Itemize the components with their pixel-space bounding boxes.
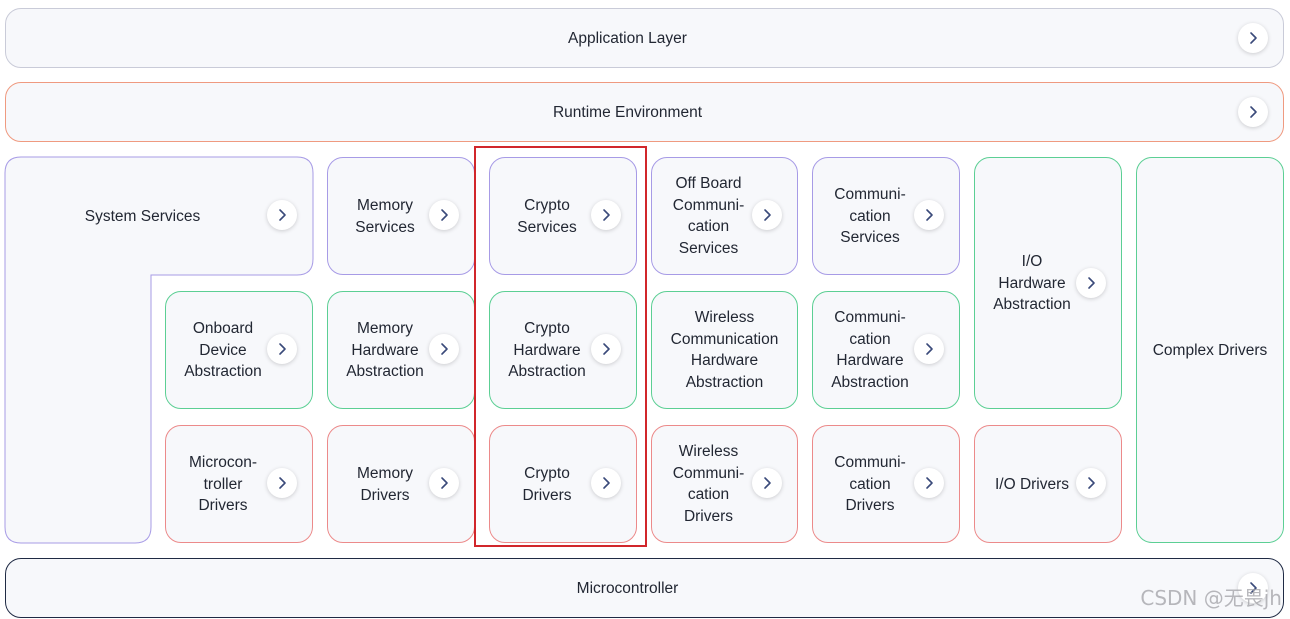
- crypto-hardware-abstraction-label: Crypto Hardware Abstraction: [508, 320, 586, 380]
- onboard-device-abstraction-expand-button[interactable]: [267, 334, 297, 364]
- system-services-expand-button[interactable]: [267, 200, 297, 230]
- wireless-communication-drivers-label: Wireless Communi- cation Drivers: [672, 443, 745, 525]
- microcontroller-layer[interactable]: [5, 558, 1284, 618]
- system-services-label: System Services: [84, 208, 201, 225]
- chevron-right-icon: [441, 343, 448, 355]
- wireless-communication-drivers-expand-button[interactable]: [752, 468, 782, 498]
- chevron-right-icon: [603, 343, 610, 355]
- chevron-right-icon: [926, 477, 933, 489]
- chevron-right-icon: [926, 343, 933, 355]
- memory-drivers-expand-button[interactable]: [429, 468, 459, 498]
- communication-hardware-abstraction-label: Communi- cation Hardware Abstraction: [831, 309, 909, 391]
- offboard-communication-services-expand-button[interactable]: [752, 200, 782, 230]
- communication-services-expand-button[interactable]: [914, 200, 944, 230]
- memory-hardware-abstraction-expand-button[interactable]: [429, 334, 459, 364]
- system-services-box[interactable]: [0, 0, 320, 550]
- chevron-right-icon: [441, 209, 448, 221]
- microcontroller-drivers[interactable]: [165, 425, 313, 543]
- crypto-drivers-label: Crypto Drivers: [522, 465, 572, 504]
- runtime-environment[interactable]: [5, 82, 1284, 142]
- chevron-right-icon: [1088, 277, 1095, 289]
- chevron-right-icon: [764, 209, 771, 221]
- crypto-services-label: Crypto Services: [517, 197, 577, 236]
- chevron-right-icon: [603, 477, 610, 489]
- chevron-right-icon: [441, 477, 448, 489]
- application-layer-expand-button[interactable]: [1238, 23, 1268, 53]
- runtime-environment-label: Runtime Environment: [552, 104, 703, 121]
- onboard-device-abstraction-label: Onboard Device Abstraction: [184, 320, 262, 380]
- chevron-right-icon: [279, 343, 286, 355]
- io-hardware-abstraction-label: I/O Hardware Abstraction: [993, 253, 1071, 313]
- chevron-right-icon: [1088, 477, 1095, 489]
- io-hardware-abstraction-expand-button[interactable]: [1076, 268, 1106, 298]
- communication-drivers-label: Communi- cation Drivers: [834, 454, 906, 514]
- watermark: CSDN @无畏jh: [1140, 586, 1282, 610]
- offboard-communication-services-label: Off Board Communi- cation Services: [672, 175, 745, 257]
- chevron-right-icon: [279, 209, 286, 221]
- microcontroller-drivers-expand-button[interactable]: [267, 468, 297, 498]
- application-layer[interactable]: [5, 8, 1284, 68]
- microcontroller-layer-expand-button[interactable]: [1238, 573, 1268, 603]
- communication-drivers-expand-button[interactable]: [914, 468, 944, 498]
- chevron-right-icon: [603, 209, 610, 221]
- crypto-hardware-abstraction-expand-button[interactable]: [591, 334, 621, 364]
- wireless-communication-hardware-abstraction[interactable]: [651, 291, 798, 409]
- chevron-right-icon: [1250, 582, 1257, 594]
- chevron-right-icon: [1250, 32, 1257, 44]
- microcontroller-drivers-label: Microcon- troller Drivers: [188, 454, 258, 514]
- memory-services-expand-button[interactable]: [429, 200, 459, 230]
- communication-hardware-abstraction-expand-button[interactable]: [914, 334, 944, 364]
- memory-drivers-label: Memory Drivers: [357, 465, 413, 504]
- application-layer-label: Application Layer: [568, 30, 687, 47]
- crypto-services-expand-button[interactable]: [591, 200, 621, 230]
- wireless-communication-hardware-abstraction-label: Wireless Communication Hardware Abstract…: [670, 309, 779, 391]
- runtime-environment-expand-button[interactable]: [1238, 97, 1268, 127]
- complex-drivers-label: Complex Drivers: [1152, 342, 1268, 359]
- io-drivers-expand-button[interactable]: [1076, 468, 1106, 498]
- chevron-right-icon: [764, 477, 771, 489]
- complex-drivers[interactable]: [1136, 157, 1284, 543]
- communication-services-label: Communi- cation Services: [834, 186, 906, 246]
- crypto-drivers-expand-button[interactable]: [591, 468, 621, 498]
- chevron-right-icon: [926, 209, 933, 221]
- chevron-right-icon: [279, 477, 286, 489]
- memory-hardware-abstraction-label: Memory Hardware Abstraction: [346, 320, 424, 380]
- memory-services-label: Memory Services: [355, 197, 415, 236]
- chevron-right-icon: [1250, 106, 1257, 118]
- io-drivers-label: I/O Drivers: [994, 476, 1070, 493]
- microcontroller-layer-label: Microcontroller: [576, 580, 679, 597]
